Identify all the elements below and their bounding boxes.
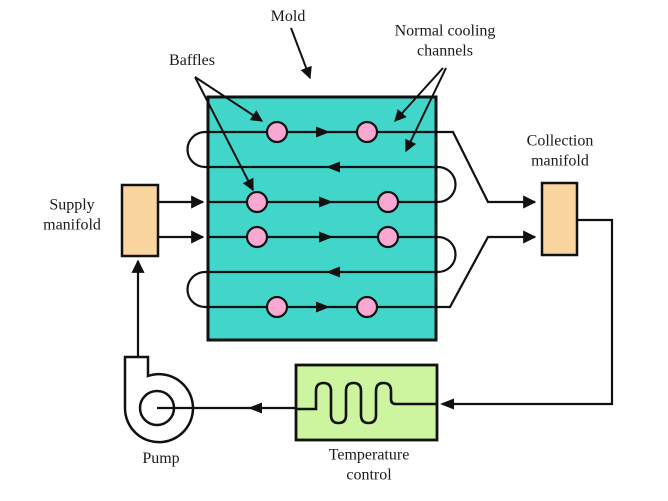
baffles-label: Baffles [169,51,215,69]
supply-manifold-box [120,183,160,258]
baffle-circle [265,120,289,144]
right-uturn-top [437,165,457,204]
flow-arrow-right [316,301,330,313]
baffles-leader-arrow-1 [194,76,264,122]
return-pipe-arrow [440,398,454,410]
mold-label: Mold [270,7,306,25]
baffle-circle [355,120,379,144]
left-uturn-top [186,130,206,169]
flow-arrow-right [319,196,333,208]
baffles-leader-arrow-2 [194,76,254,192]
baffle-circle [245,190,269,214]
supply-manifold-label: Supply manifold [43,196,101,234]
baffle-circle [245,225,269,249]
mold-block [206,95,438,342]
baffle-circle [355,295,379,319]
baffle-circle [376,225,400,249]
baffle-circle [376,190,400,214]
pump-label: Pump [142,449,180,467]
cooling-channels-leader-arrow-1 [394,67,444,122]
collection-manifold-box [540,181,579,257]
temperature-control-coil [296,381,437,425]
flow-arrow-right [316,126,330,138]
cooling-channels-leader-arrow-2 [405,67,447,153]
baffle-circle [265,295,289,319]
right-uturn-bottom [437,235,457,274]
flow-arrow-left [326,266,340,278]
mold-leader-arrow [290,27,312,80]
left-uturn-bottom [186,270,206,309]
flow-arrow-right [319,231,333,243]
temperature-control-label: Temperature control [328,446,410,484]
temperature-control-box [294,363,439,442]
cooling-channels-label: Normal cooling channels [394,22,496,60]
flow-arrow-left [326,161,340,173]
suction-line-arrow [248,402,262,414]
collection-manifold-label: Collection manifold [526,132,594,170]
return-pipe [443,218,614,406]
